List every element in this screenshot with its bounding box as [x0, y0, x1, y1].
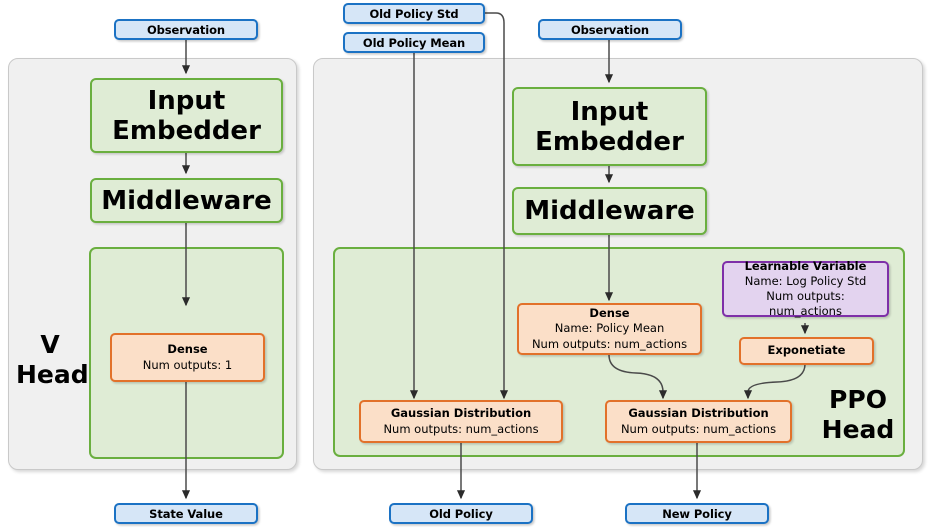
op-gaussian-distribution-new[interactable]: Gaussian Distribution Num outputs: num_a… [605, 400, 792, 443]
ppo-head-caption: PPO Head [812, 385, 904, 444]
module-middleware-v[interactable]: Middleware [90, 178, 283, 223]
v-head-caption-line2: Head [16, 359, 89, 389]
io-old-policy-std-label: Old Policy Std [369, 6, 459, 21]
io-observation-ppo-label: Observation [570, 22, 649, 37]
io-observation-v-label: Observation [146, 22, 225, 37]
io-new-policy[interactable]: New Policy [625, 503, 769, 524]
op-gaussian-old-title: Gaussian Distribution [390, 405, 532, 420]
op-dense-policy-mean-num-outputs: Num outputs: num_actions [531, 336, 688, 351]
io-new-policy-label: New Policy [662, 506, 732, 521]
io-old-policy-mean-label: Old Policy Mean [362, 35, 466, 50]
io-old-policy-mean[interactable]: Old Policy Mean [343, 32, 485, 53]
op-exponetiate[interactable]: Exponetiate [739, 337, 874, 365]
op-learnable-variable-num-outputs: Num outputs: num_actions [766, 289, 845, 318]
module-middleware-ppo[interactable]: Middleware [512, 187, 707, 235]
op-exponetiate-title: Exponetiate [767, 343, 846, 358]
op-dense-policy-mean[interactable]: Dense Name: Policy Mean Num outputs: num… [517, 303, 702, 355]
io-observation-v[interactable]: Observation [114, 19, 258, 40]
ppo-head-caption-line2: Head [821, 414, 895, 444]
module-middleware-ppo-label: Middleware [524, 196, 695, 226]
module-input-embedder-ppo-label: Input Embedder [535, 96, 684, 157]
op-gaussian-new-title: Gaussian Distribution [628, 405, 769, 420]
io-old-policy-label: Old Policy [429, 506, 493, 521]
op-gaussian-new-num-outputs: Num outputs: num_actions [620, 421, 777, 436]
io-observation-ppo[interactable]: Observation [538, 19, 682, 40]
ppo-head-caption-line1: PPO [829, 385, 887, 414]
op-dense-policy-mean-title: Dense [589, 305, 630, 320]
io-old-policy-std[interactable]: Old Policy Std [343, 3, 485, 24]
io-old-policy[interactable]: Old Policy [389, 503, 533, 524]
op-dense-v-num-outputs: Num outputs: 1 [142, 357, 233, 372]
module-input-embedder-v-label: Input Embedder [112, 85, 261, 146]
op-gaussian-distribution-old[interactable]: Gaussian Distribution Num outputs: num_a… [359, 400, 563, 443]
op-learnable-variable-name: Name: Log Policy Std [744, 274, 867, 289]
op-gaussian-old-num-outputs: Num outputs: num_actions [383, 421, 539, 436]
op-dense-v-title: Dense [167, 341, 208, 356]
module-input-embedder-ppo[interactable]: Input Embedder [512, 87, 707, 166]
module-middleware-v-label: Middleware [101, 185, 272, 216]
v-head-caption-line1: V [40, 330, 60, 359]
io-state-value[interactable]: State Value [114, 503, 258, 524]
module-input-embedder-v[interactable]: Input Embedder [90, 78, 283, 153]
op-dense-policy-mean-name: Name: Policy Mean [554, 321, 665, 336]
op-dense-v[interactable]: Dense Num outputs: 1 [110, 333, 265, 382]
op-learnable-variable-log-policy-std[interactable]: Learnable Variable Name: Log Policy Std … [722, 259, 889, 318]
v-head-caption: V Head [16, 330, 89, 389]
op-learnable-variable-title: Learnable Variable [744, 259, 867, 274]
io-state-value-label: State Value [149, 506, 223, 521]
